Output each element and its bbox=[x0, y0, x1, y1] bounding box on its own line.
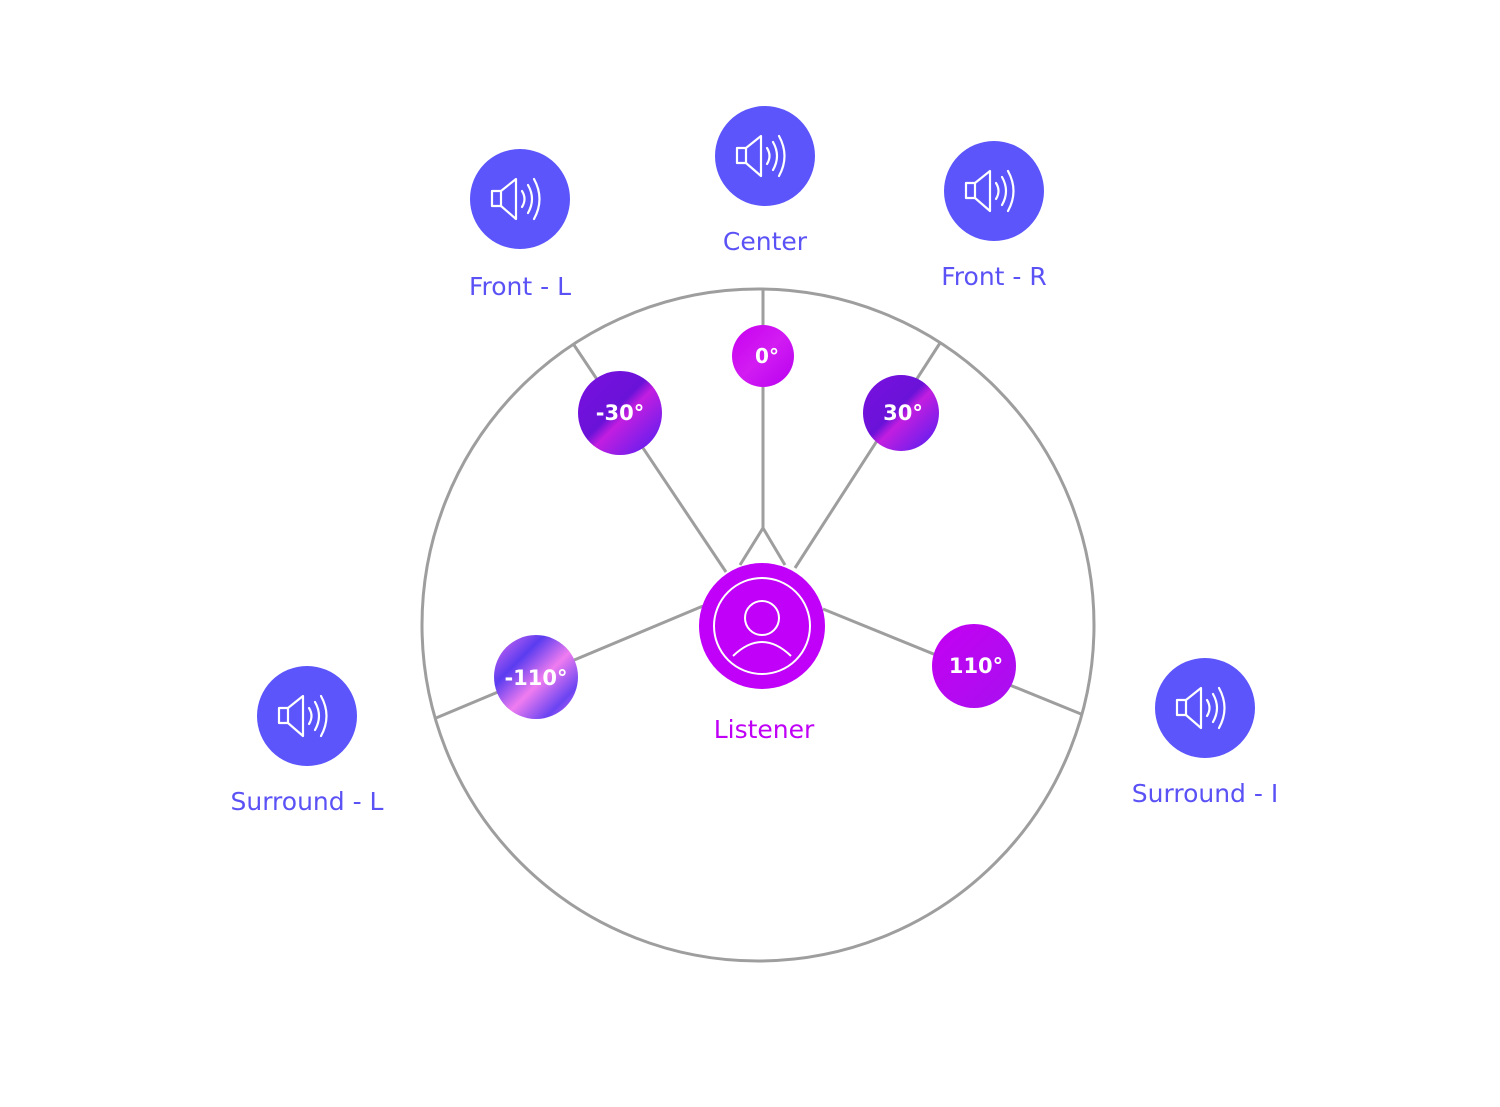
speaker-surround-right: Surround - I bbox=[1132, 658, 1278, 808]
speaker-icon bbox=[490, 177, 541, 221]
listener-node: Listener bbox=[699, 563, 825, 744]
speaker-label: Front - L bbox=[469, 272, 571, 301]
speaker-front-left: Front - L bbox=[469, 149, 571, 301]
speaker-surround-left: Surround - L bbox=[231, 666, 384, 816]
speaker-label: Surround - L bbox=[231, 787, 384, 816]
speaker-circle bbox=[470, 149, 570, 249]
speaker-front-right: Front - R bbox=[941, 141, 1047, 291]
speaker-label: Front - R bbox=[941, 262, 1047, 291]
room-circle bbox=[420, 287, 1096, 963]
speaker-icon bbox=[964, 169, 1015, 213]
angle-badge-minus-110: -110° bbox=[494, 635, 578, 719]
spoke-center-fork bbox=[738, 525, 787, 566]
speaker-icon bbox=[1175, 686, 1226, 730]
spoke-front-right bbox=[793, 342, 942, 569]
speaker-circle bbox=[715, 106, 815, 206]
user-icon bbox=[713, 577, 811, 675]
speaker-circle bbox=[944, 141, 1044, 241]
speaker-icon bbox=[735, 134, 786, 178]
speaker-circle bbox=[1155, 658, 1255, 758]
speaker-circle bbox=[257, 666, 357, 766]
angle-badge-minus-30: -30° bbox=[578, 371, 662, 455]
svg-text:30°: 30° bbox=[883, 401, 923, 425]
listener-label: Listener bbox=[714, 715, 815, 744]
svg-text:110°: 110° bbox=[949, 654, 1003, 678]
angle-badge-0: 0° bbox=[732, 325, 794, 387]
svg-text:-110°: -110° bbox=[504, 666, 567, 690]
svg-text:-30°: -30° bbox=[596, 401, 644, 425]
angle-badge-110: 110° bbox=[932, 624, 1016, 708]
speaker-center: Center bbox=[715, 106, 815, 256]
angle-badge-30: 30° bbox=[863, 375, 939, 451]
svg-text:0°: 0° bbox=[755, 344, 779, 368]
speaker-label: Surround - I bbox=[1132, 779, 1278, 808]
speaker-label: Center bbox=[723, 227, 808, 256]
speaker-icon bbox=[277, 694, 328, 738]
